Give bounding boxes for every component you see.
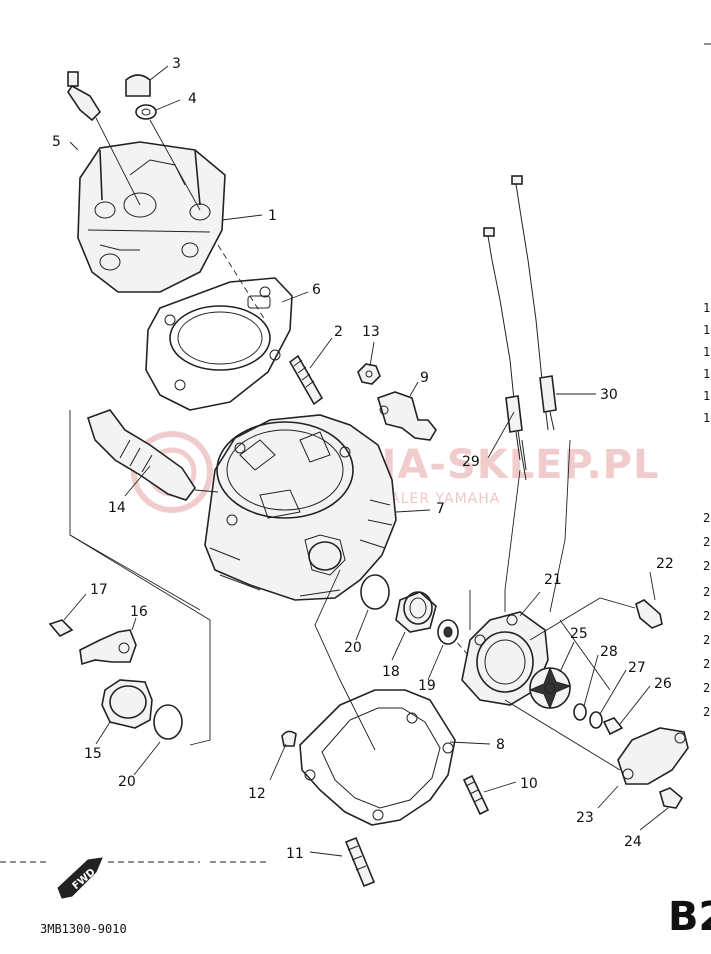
nut-13: [357, 363, 381, 385]
edge-item: 2: [703, 609, 710, 623]
callout-26: 26: [654, 676, 672, 692]
cap-nut: [125, 74, 151, 97]
bolt-22: [635, 599, 663, 629]
edge-item: 2: [703, 535, 710, 549]
washer-27: [589, 711, 603, 729]
holder-16: [79, 629, 137, 666]
stud-bolt-11: [344, 836, 376, 888]
callout-17: 17: [90, 582, 108, 598]
joint-15: [101, 679, 153, 729]
callout-20-upper: 20: [344, 640, 362, 656]
edge-item: 2: [703, 681, 710, 695]
edge-item: 1: [703, 301, 710, 315]
edge-item: 1: [703, 389, 710, 403]
edge-item: 2: [703, 559, 710, 573]
temperature-sensor: [87, 409, 219, 501]
callout-16: 16: [130, 604, 148, 620]
edge-item: 2: [703, 511, 710, 525]
impeller: [528, 666, 572, 710]
callouts: 1 2 3 4 5 6 7 8 9 10 11 12 13 14 15 16 1…: [52, 56, 674, 862]
head-gasket: [145, 277, 293, 411]
o-ring-upper: [360, 574, 390, 610]
callout-1: 1: [268, 208, 277, 224]
collar-18: [395, 591, 437, 633]
cylinder: [204, 414, 397, 601]
pump-cover: [617, 727, 689, 785]
bolt-26: [602, 717, 624, 736]
screw-17: [48, 619, 74, 637]
cylinder-base-gasket: [299, 689, 456, 826]
washer-small: [135, 104, 201, 211]
callout-4: 4: [188, 91, 197, 107]
cable-30: [511, 175, 557, 431]
callout-25: 25: [570, 626, 588, 642]
callout-2: 2: [334, 324, 343, 340]
edge-item: 2: [703, 585, 710, 599]
callout-5: 5: [52, 134, 61, 150]
assembly-lines: [69, 410, 636, 771]
callout-15: 15: [84, 746, 102, 762]
callout-29: 29: [462, 454, 480, 470]
callout-7: 7: [436, 501, 445, 517]
callout-28: 28: [600, 644, 618, 660]
washer-28: [573, 703, 587, 721]
callout-22: 22: [656, 556, 674, 572]
callout-27: 27: [628, 660, 646, 676]
callout-9: 9: [420, 370, 429, 386]
diagram-code: 3MB1300-9010: [40, 922, 127, 936]
callout-8: 8: [496, 737, 505, 753]
washer-19: [437, 619, 459, 645]
callout-3: 3: [172, 56, 181, 72]
edge-item: 2: [703, 633, 710, 647]
callout-19: 19: [418, 678, 436, 694]
edge-list: 1 1 1 1 1 1 2 2 2 2 2 2 2 2 2: [703, 43, 711, 719]
callout-13: 13: [362, 324, 380, 340]
cable-bracket: [377, 391, 437, 441]
edge-item: 1: [703, 323, 710, 337]
leader-lines: [63, 65, 669, 857]
callout-10: 10: [520, 776, 538, 792]
edge-item: 1: [703, 345, 710, 359]
callout-24: 24: [624, 834, 642, 850]
callout-30: 30: [600, 387, 618, 403]
fwd-arrow: FWD: [57, 857, 103, 899]
edge-item: 2: [703, 657, 710, 671]
callout-11: 11: [286, 846, 304, 862]
o-ring-lower: [153, 704, 183, 740]
callout-18: 18: [382, 664, 400, 680]
cable-29: [483, 227, 527, 481]
bolt-24: [659, 787, 684, 809]
sheet-id: B2: [668, 894, 711, 940]
callout-14: 14: [108, 500, 126, 516]
stud-bolt-10: [462, 774, 490, 816]
dowel-pin: [281, 730, 297, 747]
edge-item: 1: [703, 411, 710, 425]
edge-item: 1: [703, 367, 710, 381]
callout-6: 6: [312, 282, 321, 298]
callout-12: 12: [248, 786, 266, 802]
callout-20-lower: 20: [118, 774, 136, 790]
cylinder-head: [77, 141, 226, 293]
water-pump-housing: [454, 611, 549, 706]
stud-bolt-2: [288, 354, 324, 406]
callout-21: 21: [544, 572, 562, 588]
spark-plug: [67, 71, 141, 206]
edge-item: 2: [703, 705, 710, 719]
callout-23: 23: [576, 810, 594, 826]
